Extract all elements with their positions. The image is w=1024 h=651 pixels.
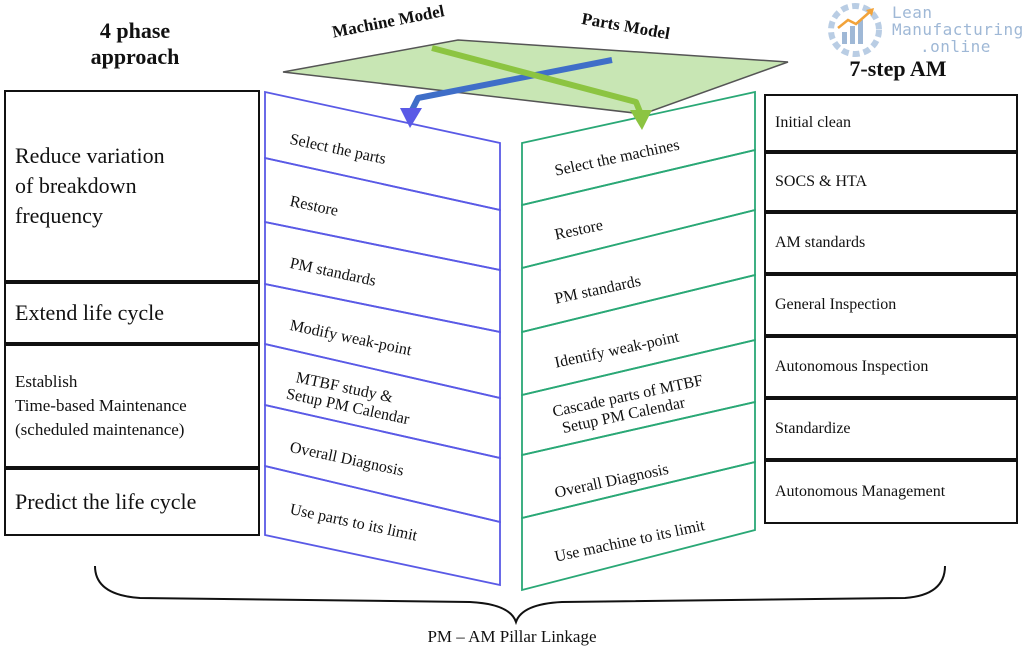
four-phase-heading-line1: 4 phase [99,18,171,43]
phase-text-line: Establish [15,372,78,391]
machine-model-arrow [400,57,613,128]
am-step-initial-clean: Initial clean [764,94,1018,152]
logo-text-line2: Manufacturing [892,20,1024,39]
phase-text-line: Reduce variation [15,143,165,168]
logo-text-line3: .online [920,37,991,56]
am-step-general-inspection: General Inspection [764,274,1018,336]
footer-caption: PM – AM Pillar Linkage [427,627,597,646]
am-step-standardize: Standardize [764,398,1018,460]
phase-reduce-variation: Reduce variation of breakdown frequency [4,90,260,282]
phase-text-line: of breakdown [15,173,137,198]
phase-time-based-maintenance: Establish Time-based Maintenance (schedu… [4,344,260,468]
parts-model-arrow [431,45,652,130]
phase-text-line: Extend life cycle [15,300,165,325]
seven-step-am-heading: 7-step AM [849,56,947,81]
machine-model-column [264,90,501,587]
phase-text-line: Predict the life cycle [15,489,197,514]
am-step-am-standards: AM standards [764,212,1018,274]
phase-text-line: frequency [15,203,103,228]
logo-chart-icon [828,3,882,57]
phase-extend-life-cycle: Extend life cycle [4,282,260,344]
am-step-socs-hta: SOCS & HTA [764,152,1018,212]
bottom-brace [94,565,946,626]
four-phase-heading: 4 phase approach [55,18,215,70]
am-step-autonomous-inspection: Autonomous Inspection [764,336,1018,398]
four-phase-heading-line2: approach [90,44,180,69]
logo-text-line1: Lean [892,3,933,22]
phase-text-line: (scheduled maintenance) [15,420,185,439]
phase-text-line: Time-based Maintenance [15,396,187,415]
phase-predict-life-cycle: Predict the life cycle [4,468,260,536]
parts-model-column [521,90,756,592]
am-step-autonomous-management: Autonomous Management [764,460,1018,524]
